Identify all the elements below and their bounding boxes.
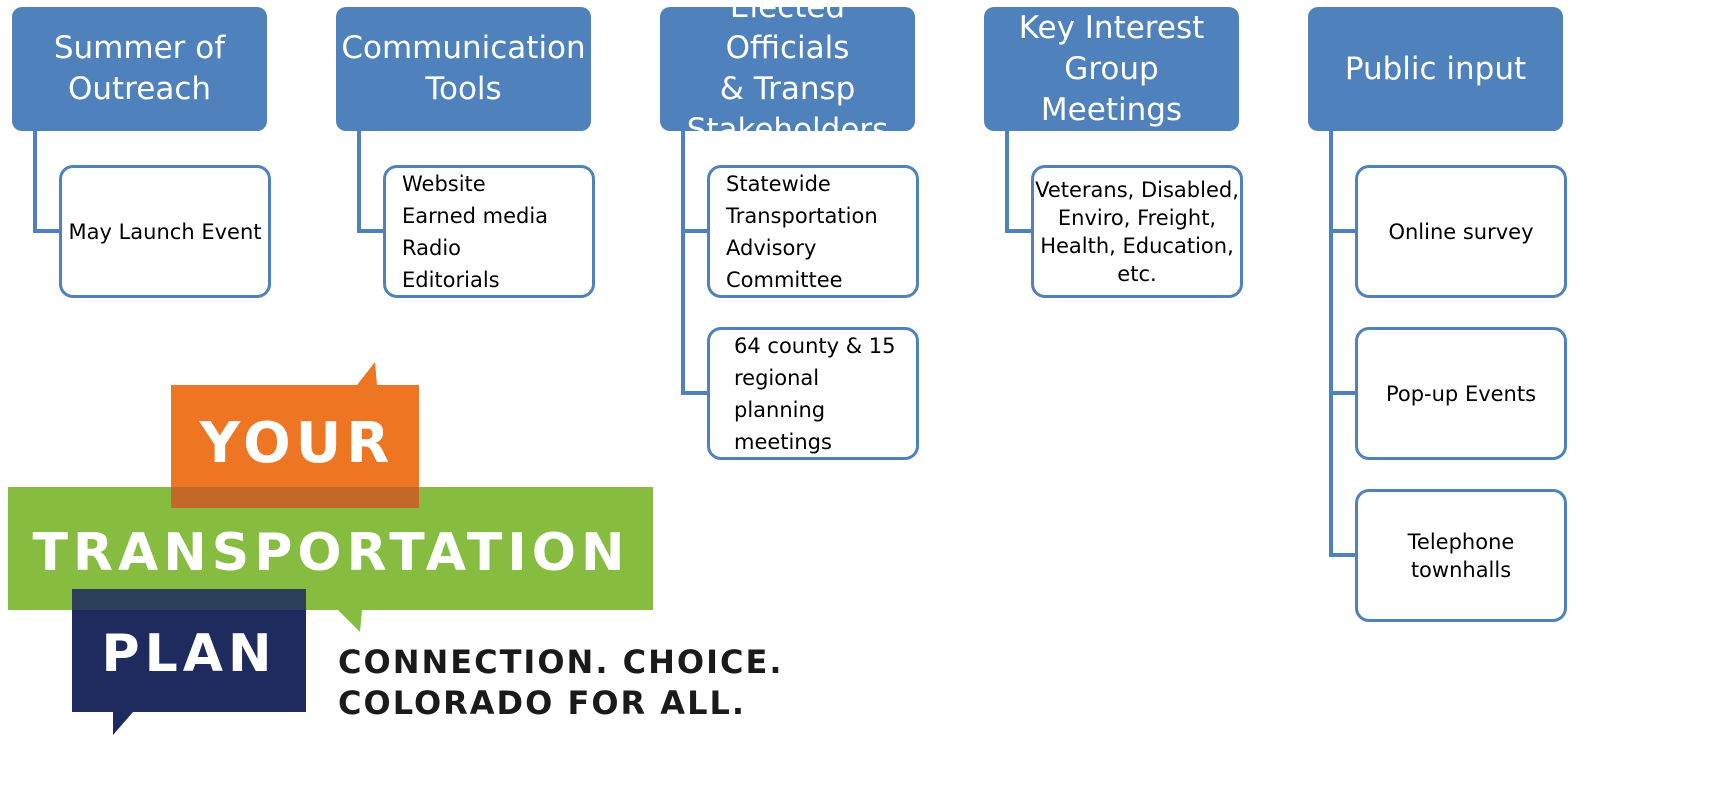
logo-orange-block: [171, 362, 419, 508]
child-label: Telephone townhalls: [1407, 529, 1515, 582]
logo-tagline-line2: COLORADO FOR ALL.: [338, 684, 746, 722]
child-box-interest-groups: Veterans, Disabled, Enviro, Freight, Hea…: [1031, 165, 1243, 298]
connector-line: [1329, 131, 1357, 557]
header-label: Key Interest Group Meetings: [1018, 9, 1205, 128]
logo-navy-block: [72, 589, 306, 735]
connector-line: [357, 131, 385, 233]
header-key-interest-groups: Key Interest Group Meetings: [984, 7, 1239, 131]
logo-word-your: YOUR: [199, 411, 395, 476]
header-label: Summer of Outreach: [53, 30, 226, 107]
child-label: Online survey: [1388, 219, 1534, 244]
child-box-communication-list: Website Earned media Radio Editorials: [383, 165, 595, 298]
child-label: Statewide Transportation Advisory Commit…: [726, 171, 878, 292]
child-box-online-survey: Online survey: [1355, 165, 1567, 298]
child-box-telephone-townhalls: Telephone townhalls: [1355, 489, 1567, 622]
header-summer-of-outreach: Summer of Outreach: [12, 7, 267, 131]
child-label: Website Earned media Radio Editorials: [402, 171, 549, 292]
logo-overlap-strip: [171, 487, 419, 508]
child-label: 64 county & 15 regional planning meeting…: [734, 333, 896, 454]
logo-word-plan: PLAN: [101, 624, 276, 684]
header-label: Public input: [1344, 50, 1527, 87]
child-box-may-launch-event: May Launch Event: [59, 165, 271, 298]
logo-word-transportation: TRANSPORTATION: [33, 523, 630, 583]
logo-tagline-line1: CONNECTION. CHOICE.: [338, 643, 783, 681]
header-public-input: Public input: [1308, 7, 1563, 131]
header-communication-tools: Communication Tools: [336, 7, 591, 131]
child-box-planning-meetings: 64 county & 15 regional planning meeting…: [707, 327, 919, 460]
child-box-pop-up-events: Pop-up Events: [1355, 327, 1567, 460]
connector-line: [681, 131, 709, 395]
child-label: May Launch Event: [68, 219, 262, 244]
header-label: Communication Tools: [341, 30, 586, 107]
connector-line: [1005, 131, 1033, 233]
header-label: Elected Officials & Transp Stakeholders: [686, 0, 889, 148]
connector-line: [33, 131, 61, 233]
header-elected-officials: Elected Officials & Transp Stakeholders: [660, 0, 915, 148]
child-label: Pop-up Events: [1385, 381, 1537, 406]
logo-overlap-strip-navy: [72, 589, 306, 610]
child-label: Veterans, Disabled, Enviro, Freight, Hea…: [1035, 177, 1239, 286]
child-box-statewide-committee: Statewide Transportation Advisory Commit…: [707, 165, 919, 298]
